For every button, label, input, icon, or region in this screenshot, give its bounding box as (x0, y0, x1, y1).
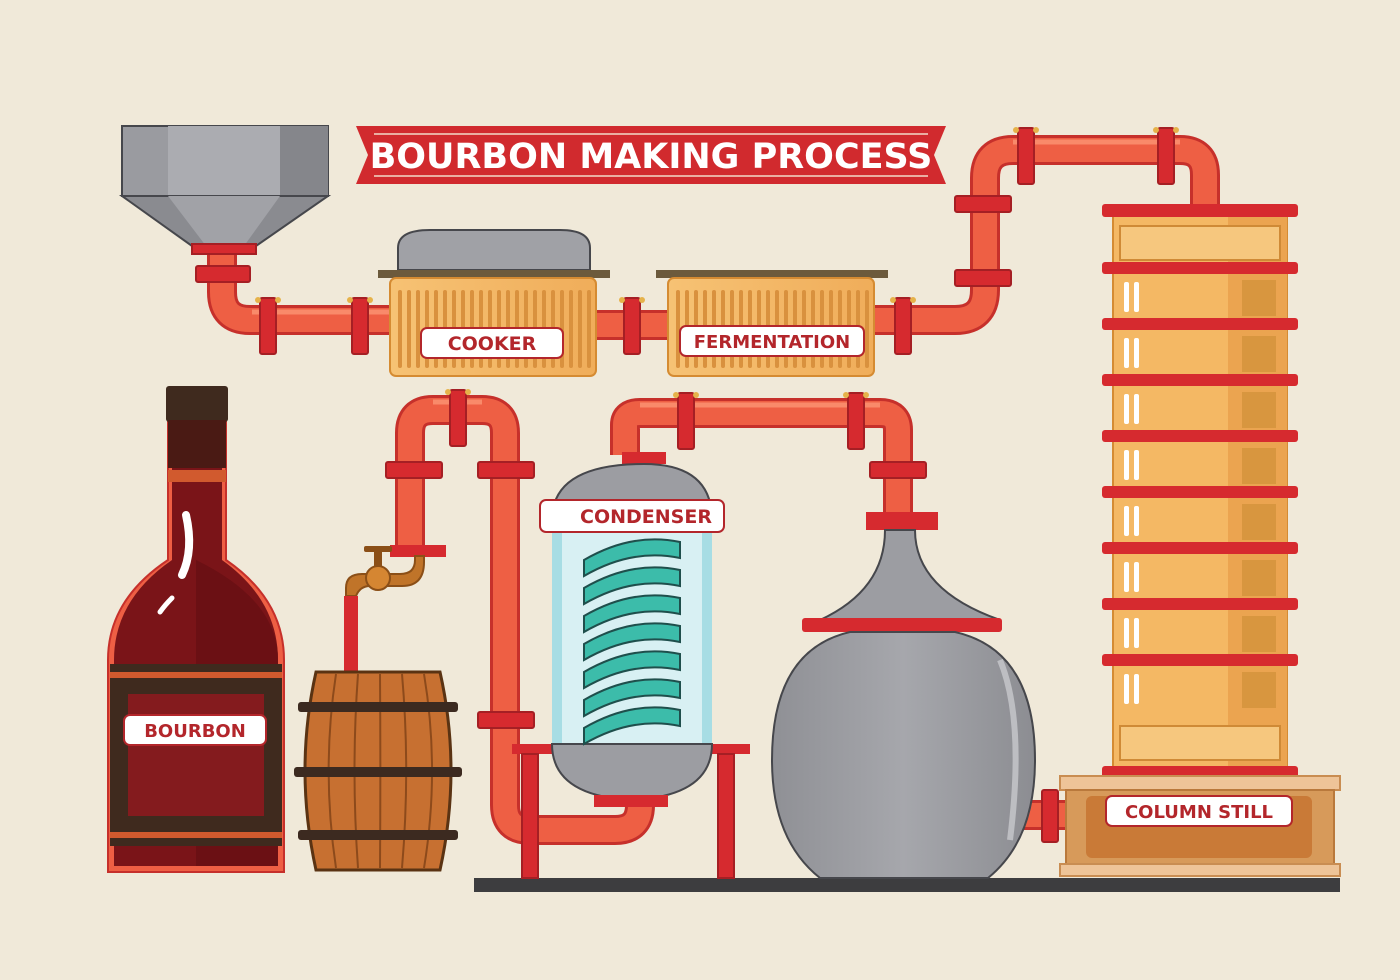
column-still-label-text: COLUMN STILL (1125, 802, 1273, 823)
condenser-label-text: CONDENSER (580, 506, 712, 528)
still-panel (1242, 448, 1276, 484)
still-panel (1242, 280, 1276, 316)
tank-rib (569, 290, 573, 368)
pot-still-boiler (770, 512, 1037, 879)
still-ring (1102, 374, 1298, 386)
still-ring (1102, 486, 1298, 498)
coil-turn (583, 678, 681, 718)
still-highlight (1124, 618, 1129, 648)
coil-turn (583, 706, 681, 746)
still-highlight (1124, 674, 1129, 704)
fermentation-label: FERMENTATION (679, 325, 865, 357)
column-still: COLUMN STILL (1059, 204, 1341, 877)
condenser-coil (583, 538, 681, 746)
column-still-label: COLUMN STILL (1105, 795, 1293, 827)
coil-turn (583, 566, 681, 606)
still-highlight (1124, 282, 1129, 312)
tap-faucet (344, 545, 446, 674)
tank-rib (676, 290, 680, 368)
coil-turn (583, 538, 681, 578)
still-highlight (1134, 618, 1139, 648)
coil-turn (583, 594, 681, 634)
coil-turn (583, 622, 681, 662)
condenser-label: CONDENSER (539, 499, 725, 533)
tank-rib (416, 290, 420, 368)
still-panel (1242, 672, 1276, 708)
bourbon-label-text: BOURBON (144, 721, 246, 742)
still-ring (1102, 430, 1298, 442)
still-highlight (1124, 394, 1129, 424)
cooker: COOKER (378, 229, 610, 377)
title-banner: BOURBON MAKING PROCESS (356, 126, 946, 184)
still-panel (1242, 336, 1276, 372)
coil-turn (583, 650, 681, 690)
still-panel (1242, 616, 1276, 652)
still-ring (1102, 262, 1298, 274)
pipe-network (207, 135, 1220, 845)
still-ring (1102, 598, 1298, 610)
still-highlight (1134, 282, 1139, 312)
still-panel (1242, 504, 1276, 540)
barrel (294, 670, 462, 872)
tank-rib (407, 290, 411, 368)
tank-rib (398, 290, 402, 368)
fermentation-tank: FERMENTATION (656, 270, 888, 377)
tank-rib (865, 290, 869, 368)
flange-bolts (255, 127, 1179, 398)
still-panel (1242, 560, 1276, 596)
still-highlight (1124, 506, 1129, 536)
still-highlight (1124, 450, 1129, 480)
ground-line (474, 878, 1340, 892)
fermentation-label-text: FERMENTATION (694, 332, 850, 353)
condenser: CONDENSER (512, 452, 750, 879)
still-highlight (1134, 450, 1139, 480)
page-title: BOURBON MAKING PROCESS (370, 137, 933, 177)
tank-rib (587, 290, 591, 368)
still-ring (1102, 654, 1298, 666)
cooker-label: COOKER (420, 327, 564, 359)
still-panel (1242, 392, 1276, 428)
still-highlight (1124, 338, 1129, 368)
cooker-label-text: COOKER (448, 333, 537, 355)
still-highlight (1134, 674, 1139, 704)
still-highlight (1134, 506, 1139, 536)
still-highlight (1124, 562, 1129, 592)
liquid-stream (344, 596, 358, 674)
still-highlight (1134, 394, 1139, 424)
still-highlight (1134, 338, 1139, 368)
still-highlight (1134, 562, 1139, 592)
still-ring (1102, 542, 1298, 554)
column-still-rings (1102, 262, 1298, 778)
pipe-flanges (195, 127, 1175, 843)
still-ring (1102, 318, 1298, 330)
bourbon-bottle: BOURBON (107, 386, 285, 873)
tank-rib (578, 290, 582, 368)
bourbon-label: BOURBON (123, 714, 267, 746)
grain-hopper (118, 125, 332, 255)
